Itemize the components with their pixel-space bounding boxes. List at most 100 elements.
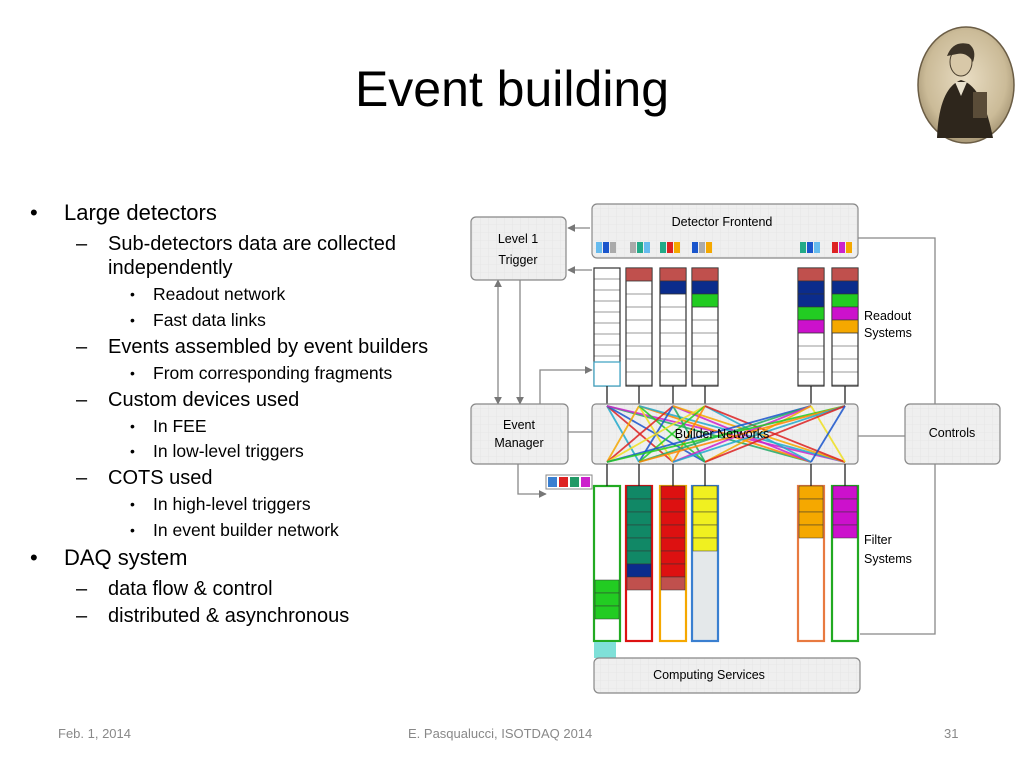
bullet-text: In high-level triggers	[153, 494, 311, 515]
bullet-level1-item: • Large detectors	[24, 200, 484, 226]
level1-trigger-label-2: Trigger	[498, 253, 537, 267]
bullet-level3-item: • In high-level triggers	[24, 493, 484, 516]
footer-page-number: 31	[944, 726, 959, 741]
bullet-marker: •	[130, 496, 135, 513]
bullet-text: From corresponding fragments	[153, 362, 393, 383]
frontend-chip	[800, 242, 820, 253]
portrait-image	[917, 26, 1015, 144]
bullet-marker: –	[76, 578, 88, 601]
bullet-marker: –	[76, 605, 88, 628]
readout-systems-label-1: Readout	[864, 309, 912, 323]
frontend-chip	[660, 242, 680, 253]
bullet-text: In low-level triggers	[153, 441, 304, 462]
filter-column	[624, 464, 654, 643]
controls-label: Controls	[929, 426, 976, 440]
filter-column	[592, 464, 622, 643]
network-link	[606, 405, 640, 463]
bullet-text: Sub-detectors data are collected	[108, 233, 396, 256]
bullet-list: •Large detectors–Sub-detectors data are …	[24, 200, 484, 631]
bullet-text: Events assembled by event builders	[108, 335, 429, 358]
filter-column	[658, 464, 688, 643]
bullet-text: independently	[108, 257, 233, 280]
bullet-level2-item: independently	[24, 256, 484, 280]
bullet-level3-item: • In event builder network	[24, 519, 484, 542]
readout-systems-label-2: Systems	[864, 326, 912, 340]
builder-networks-label: Builder Networks	[675, 427, 769, 441]
frontend-chip	[832, 242, 852, 253]
bullet-text: COTS used	[108, 467, 213, 490]
bullet-marker: •	[130, 312, 135, 329]
bullet-marker: –	[76, 335, 88, 358]
bullet-level2-item: –Sub-detectors data are collected	[24, 232, 484, 256]
bullet-level2-item: –distributed & asynchronous	[24, 604, 484, 628]
bullet-level2-item: –Events assembled by event builders	[24, 335, 484, 359]
network-link	[606, 405, 812, 463]
readout-column	[593, 267, 621, 404]
bullet-marker: •	[130, 286, 135, 303]
bullet-marker: –	[76, 467, 88, 490]
bullet-marker: –	[76, 388, 88, 411]
computing-services-label: Computing Services	[653, 668, 765, 682]
readout-column	[659, 267, 687, 404]
bullet-text: data flow & control	[108, 578, 273, 601]
filter-column	[830, 464, 860, 643]
detector-frontend-label: Detector Frontend	[672, 215, 773, 229]
bullet-text: Large detectors	[64, 200, 217, 225]
frontend-chip	[596, 242, 616, 253]
level1-trigger-label-1: Level 1	[498, 232, 538, 246]
network-link	[810, 405, 846, 463]
controls-box: Controls	[904, 403, 1001, 465]
bullet-level3-item: • In FEE	[24, 415, 484, 438]
frontend-chip	[692, 242, 712, 253]
filter-columns	[592, 464, 860, 643]
bullet-text: Fast data links	[153, 310, 266, 331]
level1-trigger-box: Level 1 Trigger	[470, 216, 567, 281]
slide-title: Event building	[354, 61, 670, 117]
filter-column	[796, 464, 826, 643]
network-link	[638, 405, 846, 463]
bullet-marker: •	[130, 521, 135, 538]
bullet-marker: •	[30, 200, 38, 225]
readout-column	[797, 267, 825, 404]
detector-frontend-box: Detector Frontend	[591, 203, 859, 259]
filter-systems-label-1: Filter	[864, 533, 892, 547]
network-link	[672, 405, 846, 463]
network-link	[672, 405, 706, 463]
bullet-level1-item: • DAQ system	[24, 545, 484, 571]
bullet-level2-item: –Custom devices used	[24, 388, 484, 412]
network-link	[606, 405, 846, 463]
bullet-text: DAQ system	[64, 544, 188, 570]
event-token-strip	[545, 474, 593, 490]
bullet-level3-item: • From corresponding fragments	[24, 362, 484, 385]
readout-column	[831, 267, 859, 404]
network-link	[606, 405, 674, 463]
bullet-text: In FEE	[153, 415, 207, 436]
bullet-level3-item: • In low-level triggers	[24, 440, 484, 463]
event-manager-label-1: Event	[503, 418, 535, 432]
bullet-marker: •	[130, 364, 135, 381]
filter-column	[690, 464, 720, 643]
bullet-level2-item: –COTS used	[24, 466, 484, 490]
event-manager-label-2: Manager	[494, 436, 543, 450]
bullet-marker: •	[130, 443, 135, 460]
bullet-text: distributed & asynchronous	[108, 605, 350, 628]
bullet-marker: •	[130, 417, 135, 434]
readout-column	[625, 267, 653, 404]
computing-services-box: Computing Services	[593, 642, 861, 694]
filter-systems-label-2: Systems	[864, 552, 912, 566]
bullet-level3-item: • Readout network	[24, 283, 484, 306]
readout-column	[691, 267, 719, 404]
frontend-chip	[630, 242, 650, 253]
bullet-marker: –	[76, 233, 88, 256]
event-manager-box: Event Manager	[470, 403, 569, 465]
network-link	[606, 405, 706, 463]
bullet-text: Readout network	[153, 284, 286, 305]
footer-author: E. Pasqualucci, ISOTDAQ 2014	[408, 726, 593, 741]
readout-columns	[593, 267, 859, 404]
builder-networks-box: Builder Networks	[591, 403, 859, 465]
bullet-text: In event builder network	[153, 519, 339, 540]
bullet-level3-item: • Fast data links	[24, 309, 484, 332]
network-link	[704, 405, 846, 463]
bullet-marker: •	[30, 544, 38, 570]
